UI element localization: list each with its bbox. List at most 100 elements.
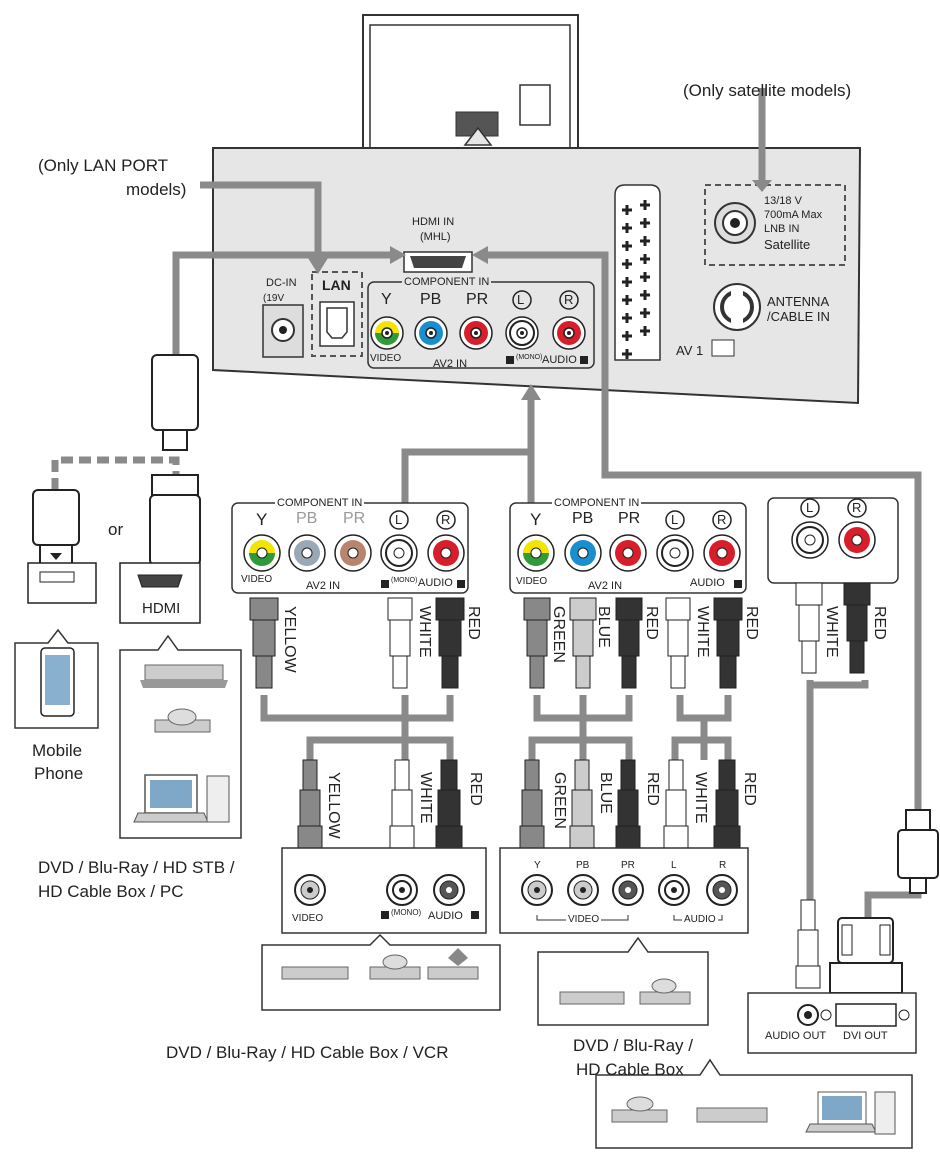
dvd-cable-caption-2: HD Cable Box: [576, 1060, 684, 1079]
cable-yellow-1: YELLOW: [281, 606, 298, 673]
device-box-bottom-right: [595, 1058, 913, 1149]
audio-out-label: AUDIO OUT: [765, 1030, 827, 1042]
dvi-out-label: DVI OUT: [843, 1030, 888, 1042]
tv-stand: [362, 14, 579, 151]
pc-out-panel: [747, 992, 917, 1054]
y-label-left: Y: [256, 510, 268, 529]
cable-red-3: RED: [743, 606, 760, 640]
cable-white-1: WHITE: [416, 606, 433, 658]
av2-in-label-tv: AV2 IN: [433, 358, 468, 370]
cable-red-2: RED: [643, 606, 660, 640]
av1-label: AV 1: [676, 343, 704, 358]
sat-lnb-label: LNB IN: [764, 223, 800, 235]
antenna-label-1: ANTENNA: [767, 294, 830, 309]
rca-plugs-row1: [249, 582, 871, 689]
hdmi-device-port: [119, 562, 201, 624]
dvd-cable-caption-1: DVD / Blu-Ray /: [573, 1036, 693, 1055]
component-in-panel: [367, 281, 595, 369]
cable-white-2: WHITE: [694, 606, 711, 658]
cable-yellow-2: YELLOW: [325, 772, 342, 839]
video-label-right: VIDEO: [516, 576, 548, 587]
pb-label-left: PB: [296, 510, 318, 527]
component-in-label-tv: COMPONENT IN: [402, 276, 492, 288]
cable-red-5: RED: [467, 772, 484, 806]
audio-label-tv: AUDIO: [542, 354, 577, 366]
av2-panel-left: [231, 502, 469, 594]
audio-label-out: AUDIO: [682, 914, 718, 925]
y-label-out: Y: [534, 860, 541, 871]
video-label-tv: VIDEO: [370, 353, 402, 364]
cable-red-1: RED: [465, 606, 482, 640]
lan-caption-line1: (Only LAN PORT: [38, 156, 169, 175]
cable-white-3: WHITE: [823, 606, 840, 658]
mobile-label-1: Mobile: [32, 741, 83, 760]
video-label-out-left: VIDEO: [292, 913, 324, 924]
cable-white-5: WHITE: [692, 772, 709, 824]
pb-label-out: PB: [576, 860, 590, 871]
mono-label-out-left: (MONO): [391, 908, 422, 917]
cable-green-2: GREEN: [551, 772, 568, 829]
audio-label-out-left: AUDIO: [428, 910, 463, 922]
dc-in-port: [262, 304, 304, 358]
lan-port: [311, 271, 363, 357]
pr-label-out: PR: [621, 860, 635, 871]
cable-lines: [172, 181, 922, 920]
audio-label-left: AUDIO: [418, 577, 453, 589]
l-label-tv: L: [517, 292, 525, 307]
dvd-pc-caption-1: DVD / Blu-Ray / HD STB /: [38, 858, 235, 877]
r-label-right: R: [717, 512, 727, 527]
y-label-right: Y: [530, 510, 542, 529]
dvd-pc-caption-2: HD Cable Box / PC: [38, 882, 184, 901]
hdmi-in-label: HDMI IN: [412, 216, 455, 228]
cable-blue-2: BLUE: [597, 772, 614, 814]
dvi-connector: [829, 917, 903, 994]
component-in-label-right: COMPONENT IN: [552, 497, 642, 509]
av2-panel-right: [509, 502, 747, 594]
av2-in-label-left: AV2 IN: [306, 580, 341, 592]
sat-name-label: Satellite: [764, 237, 811, 252]
satellite-port: [704, 88, 846, 266]
sat-volt-label: 13/18 V: [764, 195, 802, 207]
component-in-label-left: COMPONENT IN: [275, 497, 365, 509]
cable-red-6: RED: [644, 772, 661, 806]
antenna-port: [713, 283, 761, 331]
pb-label-right: PB: [572, 510, 594, 527]
video-label-left: VIDEO: [241, 574, 273, 585]
sat-ma-label: 700mA Max: [764, 209, 823, 221]
cable-red-4: RED: [871, 606, 888, 640]
pr-label-tv: PR: [466, 291, 489, 308]
mobile-label-2: Phone: [34, 764, 84, 783]
mhl-label: (MHL): [420, 231, 451, 243]
scart-av1-port: [614, 184, 735, 361]
usb-port: [27, 562, 97, 604]
mono-label-left: (MONO): [391, 577, 418, 584]
r-label-tv: R: [564, 292, 574, 307]
cable-blue-1: BLUE: [595, 606, 612, 648]
l-label-audio: L: [806, 500, 814, 515]
mobile-phone-box: [14, 628, 99, 729]
y-label-tv: Y: [381, 291, 392, 308]
dvd-vcr-caption: DVD / Blu-Ray / HD Cable Box / VCR: [166, 1043, 449, 1062]
mobile-dashed-link: [51, 456, 180, 490]
hdmi-in-port: [403, 251, 473, 273]
device-box-left: [119, 634, 242, 839]
cable-red-7: RED: [741, 772, 758, 806]
component-out-panel: [499, 847, 749, 934]
l-label-right: L: [671, 512, 679, 527]
cable-white-4: WHITE: [417, 772, 434, 824]
r-label-left: R: [441, 512, 451, 527]
cable-green-1: GREEN: [550, 606, 567, 663]
av2-in-label-right: AV2 IN: [588, 580, 623, 592]
audio-lr-panel: [767, 497, 899, 584]
or-label: or: [108, 520, 124, 539]
hdmi-device-label: HDMI: [142, 600, 181, 617]
dc-in-label: DC-IN: [266, 277, 297, 289]
audio-label-right: AUDIO: [690, 577, 725, 589]
device-box-bottom-middle: [537, 936, 709, 1026]
video-label-out: VIDEO: [566, 914, 602, 925]
r-label-out: R: [719, 860, 727, 871]
r-label-audio: R: [852, 500, 862, 515]
mono-label-tv: (MONO): [516, 354, 543, 361]
l-label-left: L: [395, 512, 403, 527]
